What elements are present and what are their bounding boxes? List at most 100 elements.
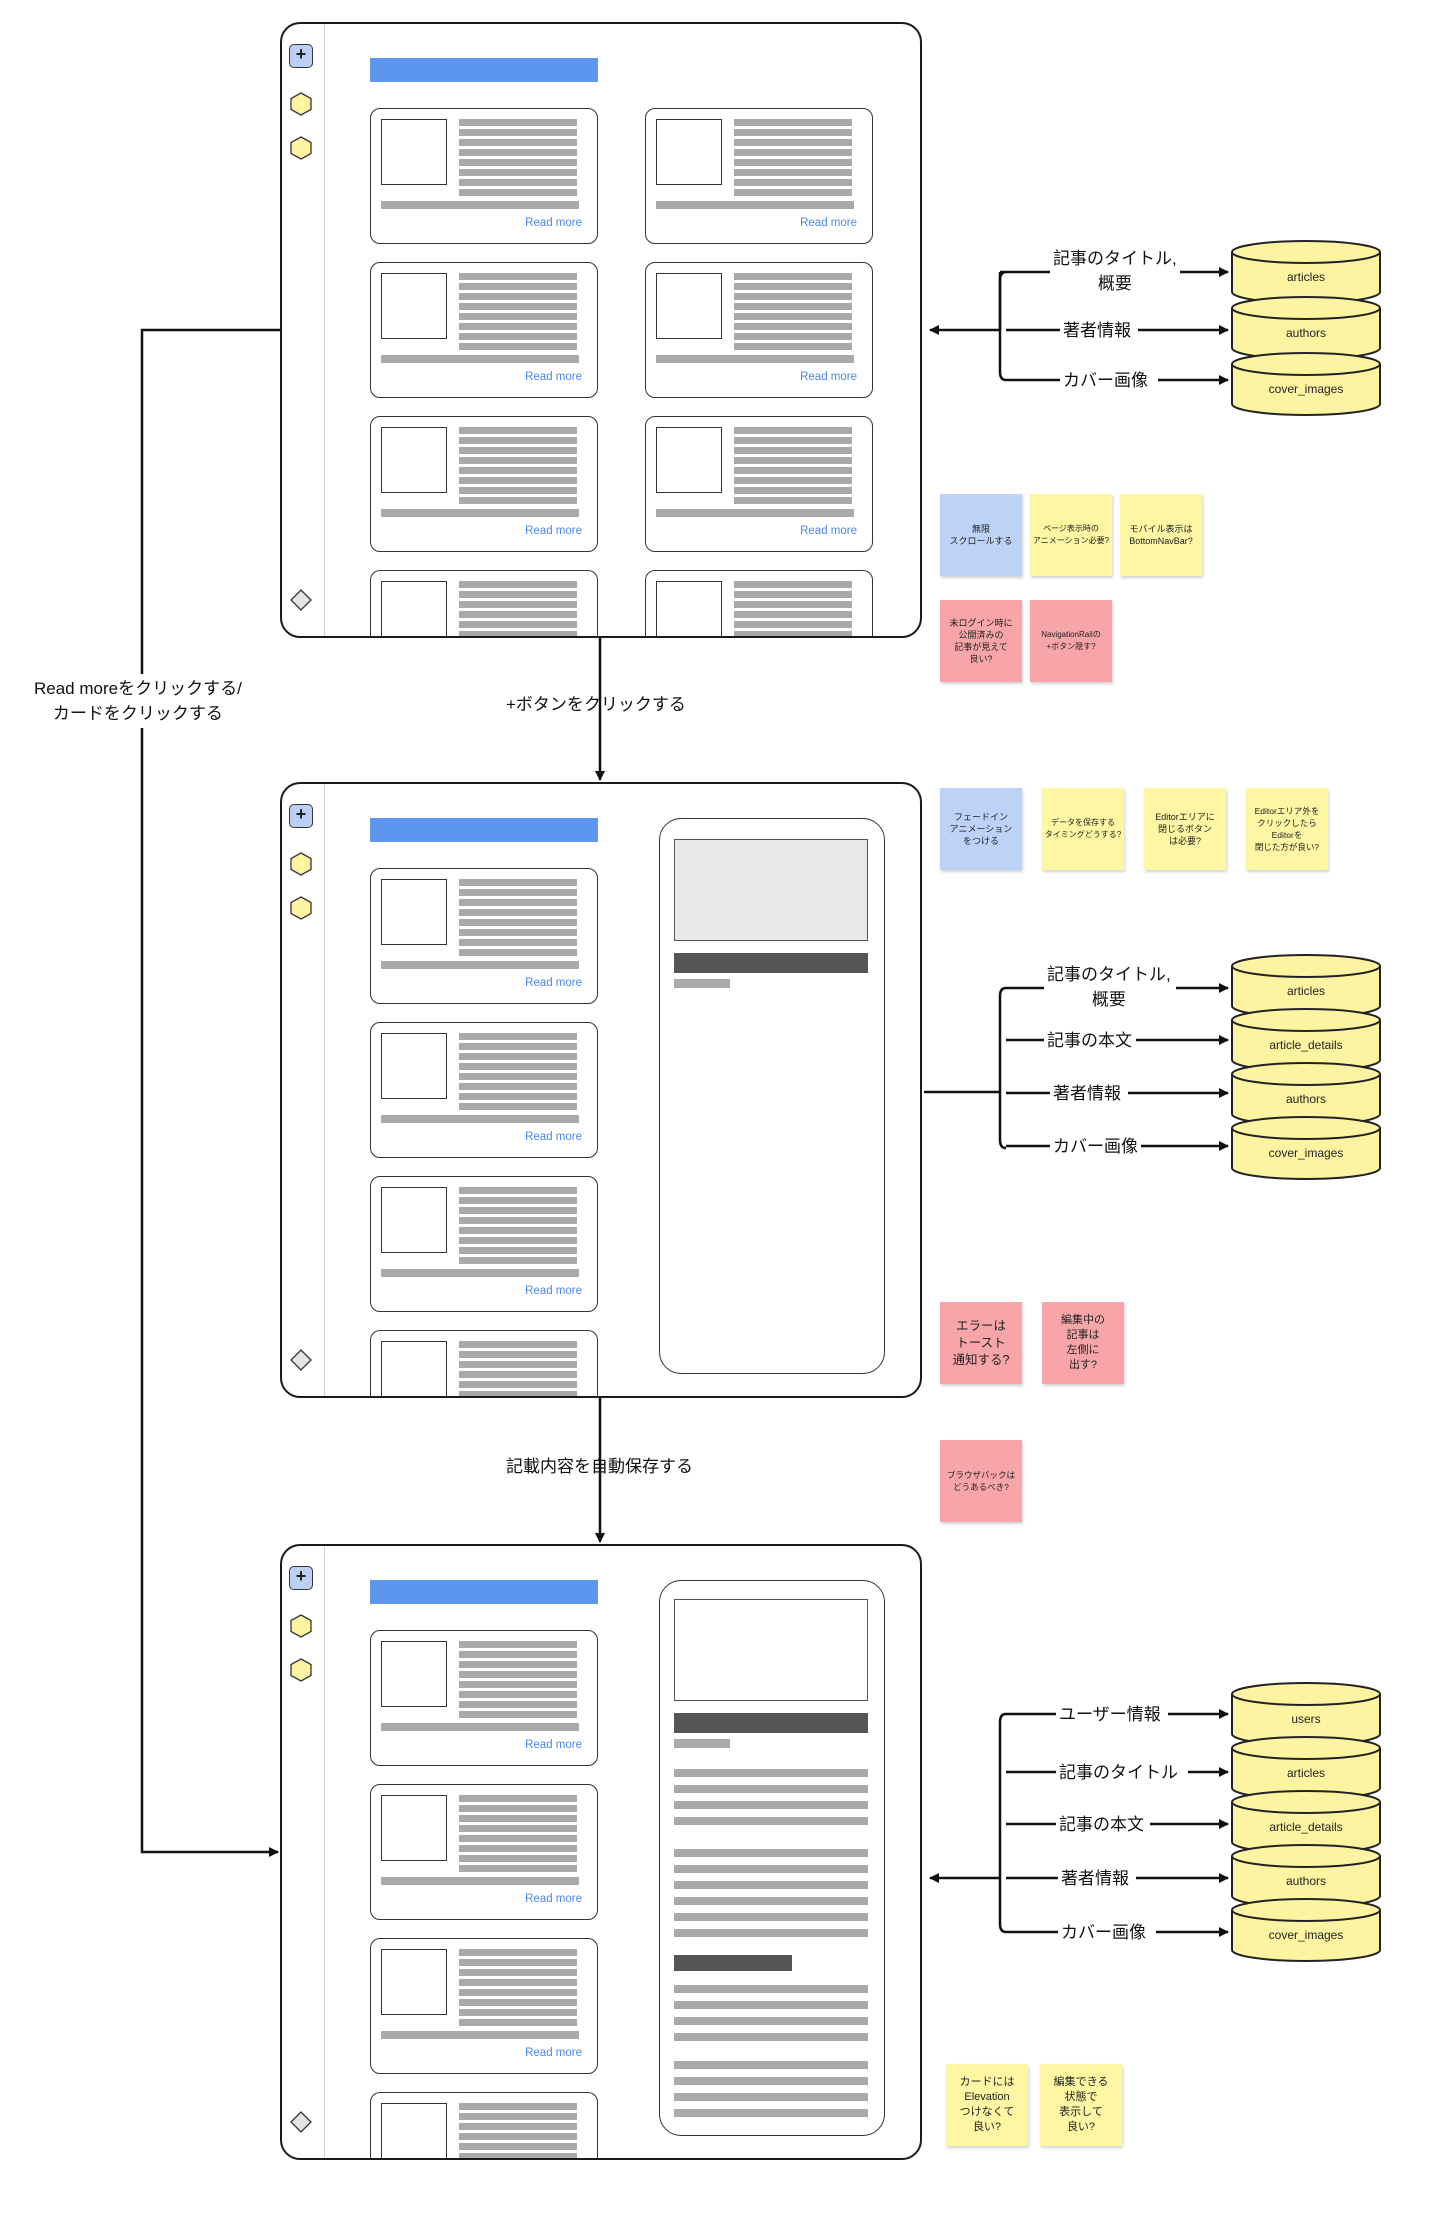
card-text-line — [459, 949, 577, 956]
diamond-icon[interactable] — [290, 2111, 312, 2133]
card-text-line — [459, 467, 577, 474]
card-text-line — [734, 283, 852, 290]
read-more-link[interactable]: Read more — [525, 1285, 582, 1297]
card-text-line — [459, 1711, 577, 1718]
card-text-line — [734, 159, 852, 166]
card-text-line — [459, 1949, 577, 1956]
article-card[interactable]: Read more — [370, 1330, 598, 1396]
card-text-line — [459, 2123, 577, 2130]
plus-icon[interactable]: + — [289, 804, 313, 828]
card-text-line — [459, 1691, 577, 1698]
plus-icon[interactable]: + — [289, 44, 313, 68]
card-text-line — [459, 2143, 577, 2150]
card-text-line — [734, 169, 852, 176]
card-footer-line — [381, 961, 579, 969]
card-text-line — [459, 1391, 577, 1396]
diamond-icon[interactable] — [290, 589, 312, 611]
hexagon-icon[interactable] — [290, 852, 312, 876]
sticky-note: エラーは トースト 通知する? — [940, 1302, 1022, 1384]
card-text-line — [459, 899, 577, 906]
database-cylinder: articles — [1230, 954, 1382, 1020]
title-bar-placeholder[interactable] — [674, 953, 868, 973]
read-more-link[interactable]: Read more — [525, 1739, 582, 1751]
article-card[interactable]: Read more — [370, 1176, 598, 1312]
hexagon-icon[interactable] — [290, 136, 312, 160]
sticky-note: カードには Elevation つけなくて 良い? — [946, 2064, 1028, 2146]
article-card[interactable]: Read more — [645, 416, 873, 552]
card-text-line — [459, 1681, 577, 1688]
article-card[interactable]: Read more — [645, 262, 873, 398]
read-more-link[interactable]: Read more — [525, 2047, 582, 2059]
read-more-link[interactable]: Read more — [800, 217, 857, 229]
card-footer-line — [381, 1723, 579, 1731]
flow-label-read-more: Read moreをクリックする/ カードをクリックする — [30, 674, 246, 728]
read-more-link[interactable]: Read more — [525, 371, 582, 383]
article-card[interactable]: Read more — [370, 868, 598, 1004]
card-text-line — [459, 293, 577, 300]
read-more-link[interactable]: Read more — [525, 525, 582, 537]
card-footer-line — [381, 1269, 579, 1277]
card-text-line — [459, 1855, 577, 1862]
diamond-icon[interactable] — [290, 1349, 312, 1371]
read-more-link[interactable]: Read more — [800, 371, 857, 383]
card-text-line — [734, 591, 852, 598]
article-card[interactable]: Read more — [370, 108, 598, 244]
text-line-placeholder — [674, 2077, 868, 2085]
card-text-line — [459, 497, 577, 504]
article-card[interactable]: Read more — [370, 570, 598, 636]
card-text-line — [459, 1845, 577, 1852]
card-text-line — [459, 1835, 577, 1842]
database-table-name: authors — [1285, 1092, 1327, 1106]
card-text-line — [459, 2153, 577, 2158]
card-text-line — [459, 1247, 577, 1254]
database-table-name: cover_images — [1268, 1928, 1344, 1942]
article-card[interactable]: Read more — [370, 1022, 598, 1158]
hexagon-icon[interactable] — [290, 1658, 312, 1682]
card-thumbnail — [381, 119, 447, 185]
read-more-link[interactable]: Read more — [525, 217, 582, 229]
card-footer-line — [656, 201, 854, 209]
article-card[interactable]: Read more — [370, 1630, 598, 1766]
card-text-line — [459, 919, 577, 926]
card-text-line — [459, 621, 577, 628]
card-text-line — [734, 467, 852, 474]
card-text-line — [459, 611, 577, 618]
card-text-line — [459, 601, 577, 608]
card-thumbnail — [381, 273, 447, 339]
card-text-line — [459, 1103, 577, 1110]
read-more-link[interactable]: Read more — [800, 525, 857, 537]
card-thumbnail — [381, 1187, 447, 1253]
section-heading-placeholder — [674, 1955, 792, 1971]
card-text-line — [459, 1063, 577, 1070]
read-more-link[interactable]: Read more — [525, 1893, 582, 1905]
text-line-placeholder — [674, 1985, 868, 1993]
card-text-line — [459, 1197, 577, 1204]
plus-icon[interactable]: + — [289, 1566, 313, 1590]
database-cylinder: article_details — [1230, 1008, 1382, 1074]
card-text-line — [734, 293, 852, 300]
card-thumbnail — [381, 1033, 447, 1099]
article-card[interactable]: Read more — [645, 108, 873, 244]
read-more-link[interactable]: Read more — [525, 1131, 582, 1143]
card-footer-line — [381, 355, 579, 363]
article-card[interactable]: Read more — [370, 262, 598, 398]
cover-image-placeholder[interactable] — [674, 839, 868, 941]
card-text-line — [734, 189, 852, 196]
card-text-line — [734, 437, 852, 444]
data-field-label: 記事の本文 — [1044, 1028, 1135, 1053]
article-card[interactable]: Read more — [370, 1938, 598, 2074]
article-card[interactable]: Read more — [370, 1784, 598, 1920]
hexagon-icon[interactable] — [290, 1614, 312, 1638]
text-line-placeholder — [674, 1849, 868, 1857]
card-footer-line — [656, 509, 854, 517]
article-card[interactable]: Read more — [370, 416, 598, 552]
read-more-link[interactable]: Read more — [525, 977, 582, 989]
article-card[interactable]: Read more — [370, 2092, 598, 2158]
hexagon-icon[interactable] — [290, 92, 312, 116]
hexagon-icon[interactable] — [290, 896, 312, 920]
card-text-line — [459, 1651, 577, 1658]
author-line-placeholder — [674, 1739, 730, 1748]
article-card[interactable]: Read more — [645, 570, 873, 636]
page-title-bar — [370, 818, 598, 842]
card-text-line — [459, 447, 577, 454]
